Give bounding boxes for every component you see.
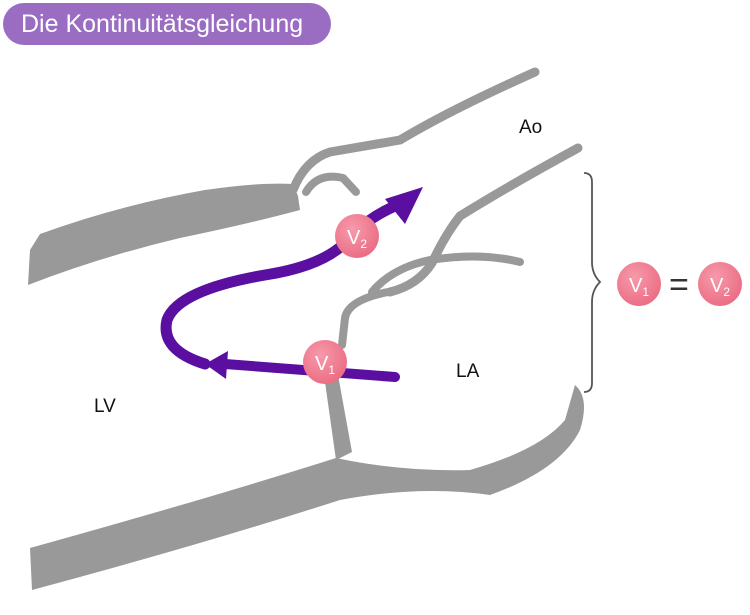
svg-text:V1: V1 bbox=[315, 353, 335, 377]
svg-text:V2: V2 bbox=[347, 227, 367, 251]
label-left-ventricle: LV bbox=[94, 396, 116, 417]
eq-v1-letter: V bbox=[629, 275, 643, 297]
v2-marker-sub: 2 bbox=[360, 237, 367, 251]
eq-v2-circle bbox=[698, 262, 742, 306]
eq-operator: = bbox=[669, 266, 689, 304]
eq-v1-sub: 1 bbox=[642, 285, 649, 299]
eq-v1-circle bbox=[617, 262, 661, 306]
svg-text:V2: V2 bbox=[710, 275, 730, 299]
title-badge: Die Kontinuitätsgleichung bbox=[3, 3, 331, 45]
title-text: Die Kontinuitätsgleichung bbox=[21, 10, 304, 38]
svg-text:V1: V1 bbox=[629, 275, 649, 299]
posterior-wall bbox=[30, 385, 584, 590]
aortic-valve-cusp bbox=[302, 172, 360, 196]
v1-marker-circle bbox=[303, 340, 347, 384]
mitral-inflow-arrowhead bbox=[205, 351, 228, 379]
eq-v2-letter: V bbox=[710, 275, 724, 297]
lv-outflow-arrowhead bbox=[385, 187, 423, 224]
aortic-wall-upper bbox=[288, 67, 540, 195]
aortic-wall-lower bbox=[385, 143, 583, 297]
v1-marker-letter: V bbox=[315, 353, 329, 375]
label-left-atrium: LA bbox=[456, 361, 480, 382]
v2-marker-letter: V bbox=[347, 227, 361, 249]
eq-v2-sub: 2 bbox=[723, 285, 730, 299]
v1-marker-sub: 1 bbox=[328, 363, 335, 377]
septum bbox=[324, 375, 352, 460]
bracket bbox=[583, 172, 602, 393]
anterior-wall bbox=[28, 183, 300, 285]
label-aorta: Ao bbox=[519, 117, 542, 138]
mitral-leaflet bbox=[368, 252, 524, 296]
v2-marker-circle bbox=[335, 214, 379, 258]
v1-marker: V1 bbox=[303, 340, 347, 384]
v2-marker: V2 bbox=[335, 214, 379, 258]
equation: V1 = V2 bbox=[617, 262, 742, 306]
la-wall bbox=[338, 288, 392, 349]
